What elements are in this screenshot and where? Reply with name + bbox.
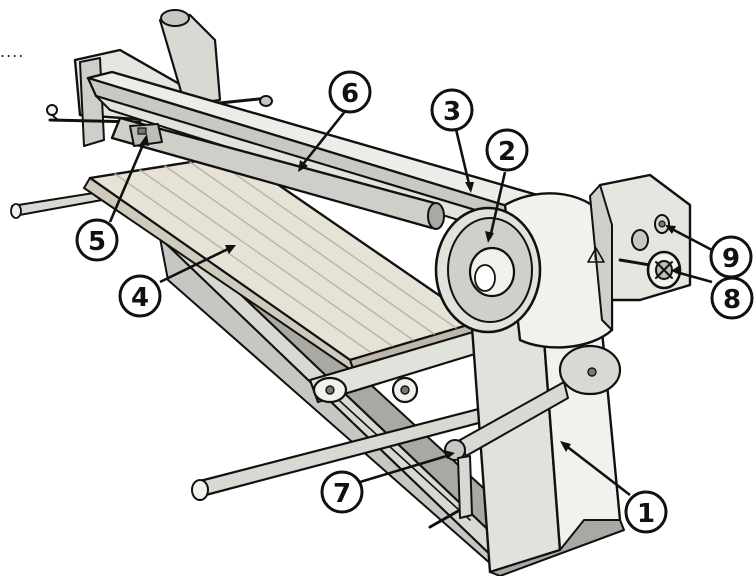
callout-3: 3	[430, 88, 474, 132]
leader-lines	[108, 104, 713, 497]
callout-3-label: 3	[443, 97, 461, 127]
arrowhead-6	[298, 160, 308, 172]
arrowhead-5	[140, 134, 149, 146]
leader-5	[108, 139, 147, 223]
callout-6: 6	[328, 70, 372, 114]
callout-2: 2	[485, 128, 529, 172]
callout-8-label: 8	[723, 285, 741, 315]
leader-7	[359, 453, 451, 484]
arrowhead-3	[465, 182, 474, 193]
small-block	[129, 123, 163, 147]
arrowhead-4	[225, 245, 236, 254]
main-pulley	[434, 206, 542, 334]
callout-5-label: 5	[88, 227, 106, 257]
arrowhead-2	[485, 231, 494, 243]
svg-text:!: !	[593, 253, 597, 263]
leader-8	[675, 270, 713, 284]
arrowhead-7	[444, 450, 455, 459]
leader-6	[298, 104, 352, 169]
leader-1	[564, 443, 631, 497]
arrowhead-9	[665, 225, 676, 234]
callout-9: 9	[709, 235, 753, 279]
leader-4	[159, 246, 231, 284]
callout-4-label: 4	[131, 283, 149, 313]
callout-8: 8	[710, 276, 754, 320]
arrowhead-8	[671, 265, 681, 275]
handwheel-assembly	[618, 214, 682, 290]
right-pedestal	[428, 284, 625, 576]
callout-1-label: 1	[637, 499, 655, 529]
callout-5: 5	[75, 218, 119, 262]
arrowhead-1	[560, 441, 571, 452]
callout-1: 1	[624, 490, 668, 534]
callout-2-label: 2	[498, 137, 516, 167]
callout-7-label: 7	[333, 479, 351, 509]
leader-9	[669, 226, 713, 252]
machine-drawing: !	[10, 9, 692, 576]
pressure-roller	[110, 116, 445, 230]
front-roller-bar	[308, 328, 490, 404]
top-left-ellipsis: ....	[0, 42, 25, 61]
leader-3	[453, 124, 472, 189]
callout-7: 7	[320, 470, 364, 514]
leader-2	[488, 171, 507, 239]
callout-6-label: 6	[341, 79, 359, 109]
callout-9-label: 9	[722, 244, 740, 274]
left-rod	[10, 191, 103, 219]
callout-4: 4	[118, 274, 162, 318]
